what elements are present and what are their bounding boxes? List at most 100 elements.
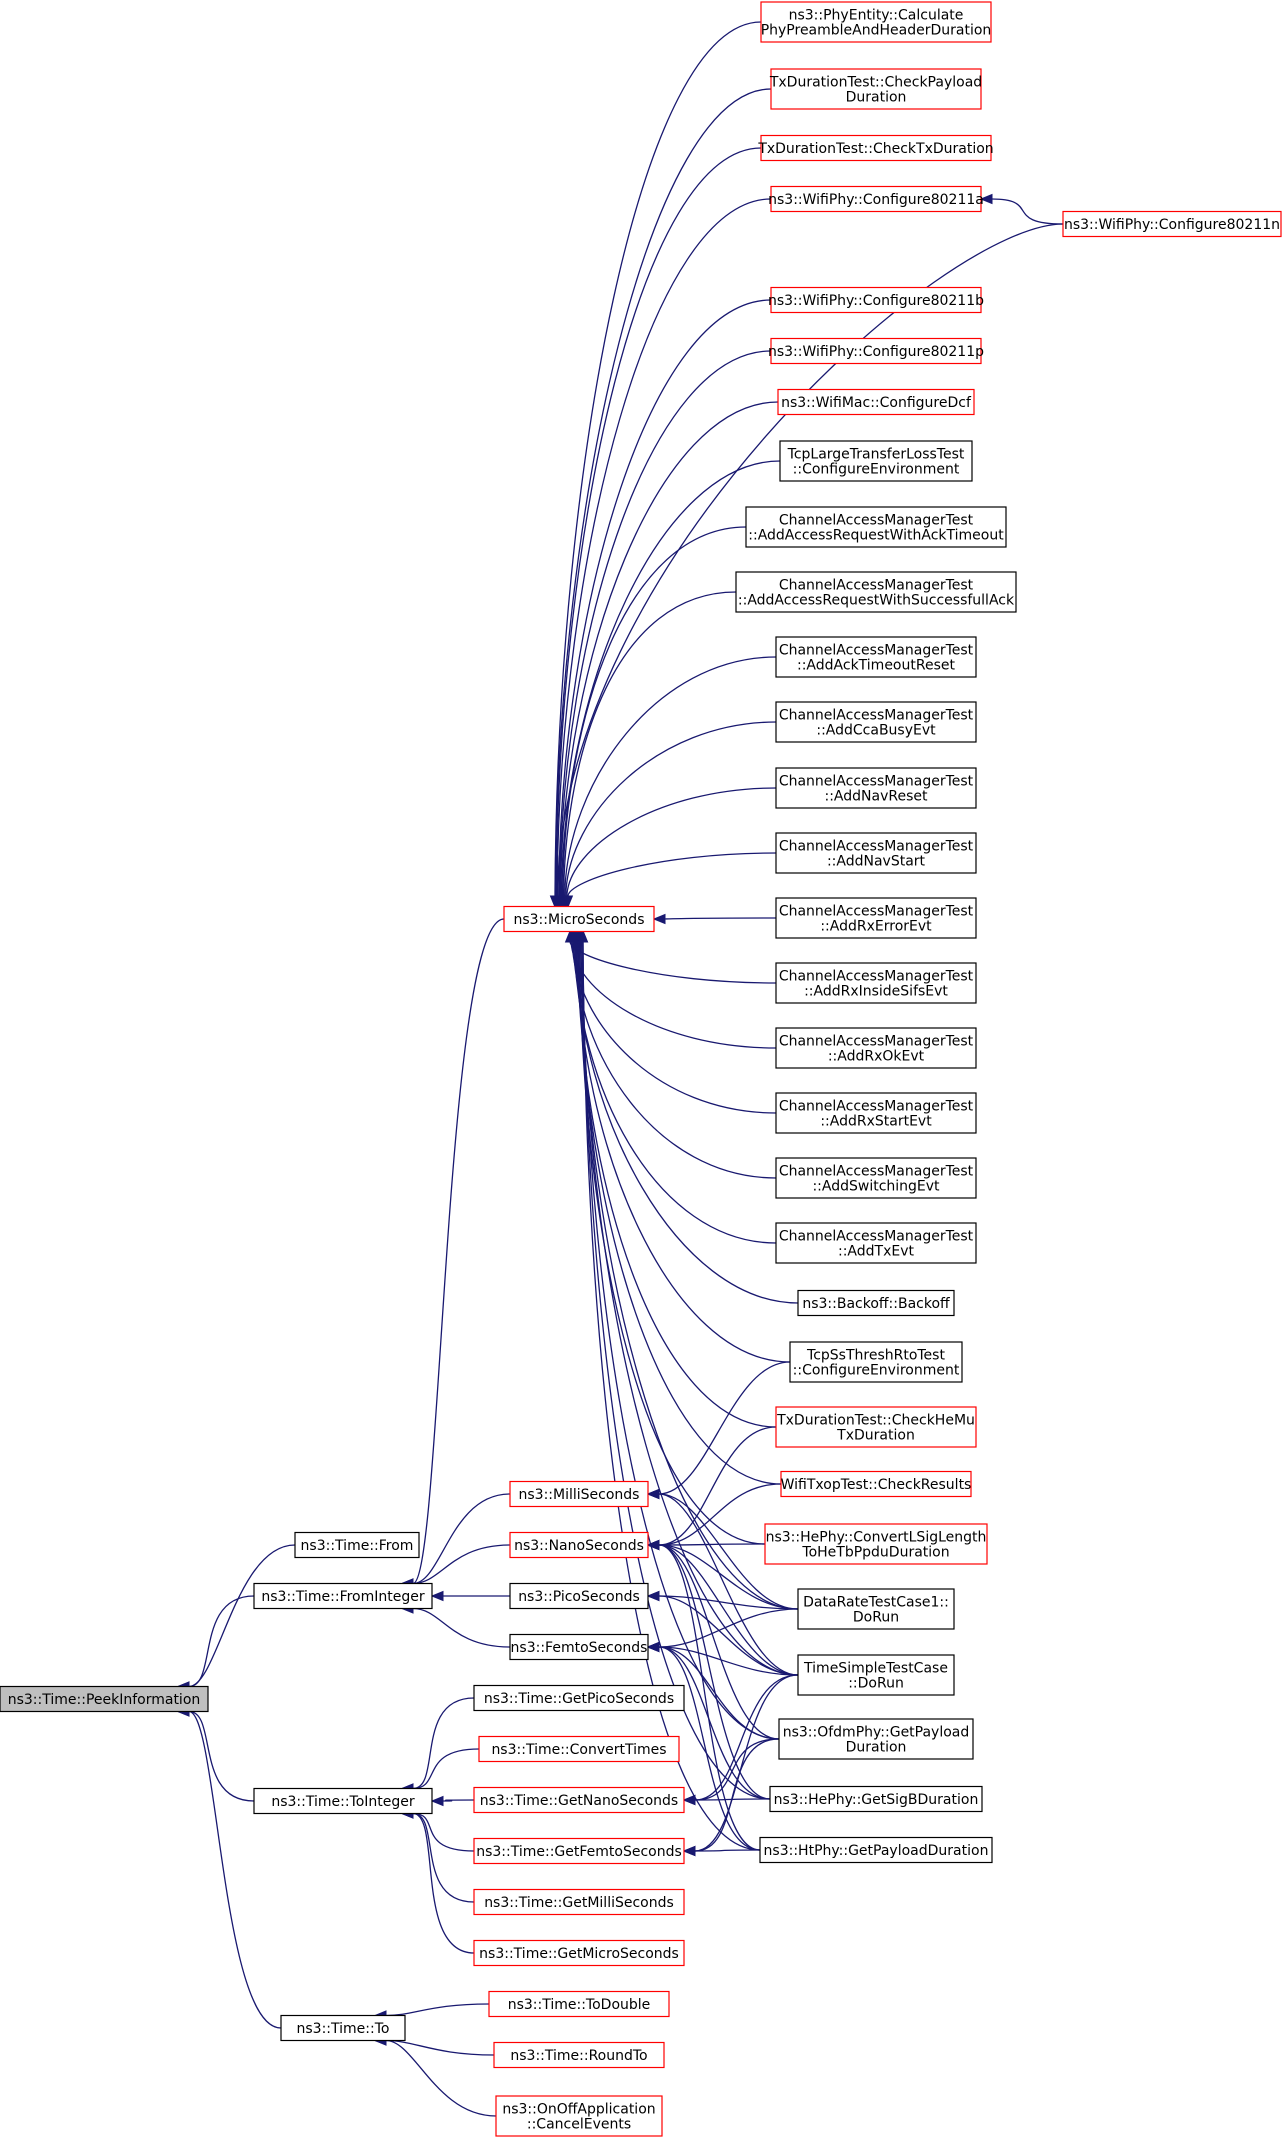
node-box[interactable]	[775, 701, 977, 743]
node-femto[interactable]: ns3::FemtoSeconds	[509, 1633, 649, 1661]
node-box[interactable]	[775, 636, 977, 678]
node-box[interactable]	[745, 506, 1007, 548]
node-box[interactable]	[473, 1684, 685, 1712]
node-box[interactable]	[797, 1654, 955, 1696]
node-htpayload[interactable]: ns3::HtPhy::GetPayloadDuration	[759, 1836, 993, 1864]
node-camAckTimeout[interactable]: ChannelAccessManagerTest::AddAccessReque…	[745, 506, 1007, 548]
node-wifitxop[interactable]: WifiTxopTest::CheckResults	[780, 1470, 972, 1498]
node-box[interactable]	[0, 1685, 209, 1713]
node-box[interactable]	[488, 1990, 670, 2018]
node-tcplarge[interactable]: TcpLargeTransferLossTest::ConfigureEnvir…	[779, 440, 973, 482]
node-box[interactable]	[509, 1633, 649, 1661]
node-box[interactable]	[778, 1718, 974, 1760]
node-camRxStart[interactable]: ChannelAccessManagerTest::AddRxStartEvt	[775, 1092, 977, 1134]
node-confdcf[interactable]: ns3::WifiMac::ConfigureDcf	[777, 388, 975, 416]
node-getnano[interactable]: ns3::Time::GetNanoSeconds	[473, 1786, 685, 1814]
node-box[interactable]	[797, 1588, 955, 1630]
node-nano[interactable]: ns3::NanoSeconds	[509, 1531, 649, 1559]
node-box[interactable]	[759, 1836, 993, 1864]
node-conf11a[interactable]: ns3::WifiPhy::Configure80211a	[768, 185, 984, 213]
node-from[interactable]: ns3::Time::From	[294, 1531, 420, 1559]
node-camSuccAck[interactable]: ChannelAccessManagerTest::AddAccessReque…	[735, 571, 1017, 613]
node-box[interactable]	[280, 2014, 406, 2042]
node-box[interactable]	[775, 897, 977, 939]
node-box[interactable]	[777, 388, 975, 416]
node-box[interactable]	[760, 134, 992, 162]
node-box[interactable]	[770, 68, 982, 110]
node-camNavStart[interactable]: ChannelAccessManagerTest::AddNavStart	[775, 832, 977, 874]
node-roundto[interactable]: ns3::Time::RoundTo	[493, 2041, 665, 2069]
node-box[interactable]	[509, 1480, 649, 1508]
node-box[interactable]	[493, 2041, 665, 2069]
node-camRxErr[interactable]: ChannelAccessManagerTest::AddRxErrorEvt	[775, 897, 977, 939]
node-camTx[interactable]: ChannelAccessManagerTest::AddTxEvt	[775, 1222, 977, 1264]
node-conf11p[interactable]: ns3::WifiPhy::Configure80211p	[768, 337, 984, 365]
node-box[interactable]	[779, 440, 973, 482]
node-camCca[interactable]: ChannelAccessManagerTest::AddCcaBusyEvt	[775, 701, 977, 743]
node-box[interactable]	[509, 1582, 649, 1610]
node-ofdmpayload[interactable]: ns3::OfdmPhy::GetPayloadDuration	[778, 1718, 974, 1760]
node-getmicro[interactable]: ns3::Time::GetMicroSeconds	[473, 1939, 685, 1967]
node-box[interactable]	[503, 905, 655, 933]
node-txdur[interactable]: TxDurationTest::CheckTxDuration	[757, 134, 994, 162]
node-timesimple[interactable]: TimeSimpleTestCase::DoRun	[797, 1654, 955, 1696]
node-box[interactable]	[775, 767, 977, 809]
node-onoff[interactable]: ns3::OnOffApplication::CancelEvents	[495, 2095, 663, 2137]
node-milli[interactable]: ns3::MilliSeconds	[509, 1480, 649, 1508]
node-box[interactable]	[253, 1582, 433, 1610]
node-box[interactable]	[770, 337, 982, 365]
node-box[interactable]	[775, 832, 977, 874]
node-pico[interactable]: ns3::PicoSeconds	[509, 1582, 649, 1610]
node-box[interactable]	[775, 1027, 977, 1069]
node-conf11b[interactable]: ns3::WifiPhy::Configure80211b	[768, 286, 984, 314]
node-box[interactable]	[789, 1341, 963, 1383]
node-box[interactable]	[760, 1, 992, 43]
node-tcpss[interactable]: TcpSsThreshRtoTest::ConfigureEnvironment	[789, 1341, 963, 1383]
node-box[interactable]	[775, 1222, 977, 1264]
node-camNavReset[interactable]: ChannelAccessManagerTest::AddNavReset	[775, 767, 977, 809]
node-hesigb[interactable]: ns3::HePhy::GetSigBDuration	[769, 1785, 983, 1813]
node-camRxOk[interactable]: ChannelAccessManagerTest::AddRxOkEvt	[775, 1027, 977, 1069]
node-box[interactable]	[473, 1888, 685, 1916]
node-box[interactable]	[1062, 210, 1282, 238]
node-box[interactable]	[473, 1939, 685, 1967]
node-todouble[interactable]: ns3::Time::ToDouble	[488, 1990, 670, 2018]
node-box[interactable]	[780, 1470, 972, 1498]
node-convtimes[interactable]: ns3::Time::ConvertTimes	[478, 1735, 680, 1763]
node-getpico[interactable]: ns3::Time::GetPicoSeconds	[473, 1684, 685, 1712]
node-camRxSifs[interactable]: ChannelAccessManagerTest::AddRxInsideSif…	[775, 962, 977, 1004]
node-box[interactable]	[770, 185, 982, 213]
node-phyentity[interactable]: ns3::PhyEntity::CalculatePhyPreambleAndH…	[760, 1, 992, 43]
node-box[interactable]	[478, 1735, 680, 1763]
node-to[interactable]: ns3::Time::To	[280, 2014, 406, 2042]
node-camSwitch[interactable]: ChannelAccessManagerTest::AddSwitchingEv…	[775, 1157, 977, 1199]
node-box[interactable]	[253, 1787, 433, 1815]
node-camAckReset[interactable]: ChannelAccessManagerTest::AddAckTimeoutR…	[775, 636, 977, 678]
node-box[interactable]	[509, 1531, 649, 1559]
node-box[interactable]	[473, 1837, 685, 1865]
node-datarate[interactable]: DataRateTestCase1::DoRun	[797, 1588, 955, 1630]
node-box[interactable]	[775, 1157, 977, 1199]
node-micro[interactable]: ns3::MicroSeconds	[503, 905, 655, 933]
node-box[interactable]	[764, 1523, 988, 1565]
node-box[interactable]	[775, 962, 977, 1004]
node-fromint[interactable]: ns3::Time::FromInteger	[253, 1582, 433, 1610]
node-backoff[interactable]: ns3::Backoff::Backoff	[797, 1289, 955, 1317]
node-box[interactable]	[775, 1092, 977, 1134]
node-toint[interactable]: ns3::Time::ToInteger	[253, 1787, 433, 1815]
node-getfemto[interactable]: ns3::Time::GetFemtoSeconds	[473, 1837, 685, 1865]
node-box[interactable]	[769, 1785, 983, 1813]
node-getmilli[interactable]: ns3::Time::GetMilliSeconds	[473, 1888, 685, 1916]
node-hephylsig[interactable]: ns3::HePhy::ConvertLSigLengthToHeTbPpduD…	[764, 1523, 988, 1565]
node-box[interactable]	[797, 1289, 955, 1317]
node-box[interactable]	[735, 571, 1017, 613]
node-box[interactable]	[775, 1406, 977, 1448]
node-peek[interactable]: ns3::Time::PeekInformation	[0, 1685, 209, 1713]
node-box[interactable]	[294, 1531, 420, 1559]
node-box[interactable]	[770, 286, 982, 314]
node-conf11n[interactable]: ns3::WifiPhy::Configure80211n	[1062, 210, 1282, 238]
node-box[interactable]	[495, 2095, 663, 2137]
node-box[interactable]	[473, 1786, 685, 1814]
